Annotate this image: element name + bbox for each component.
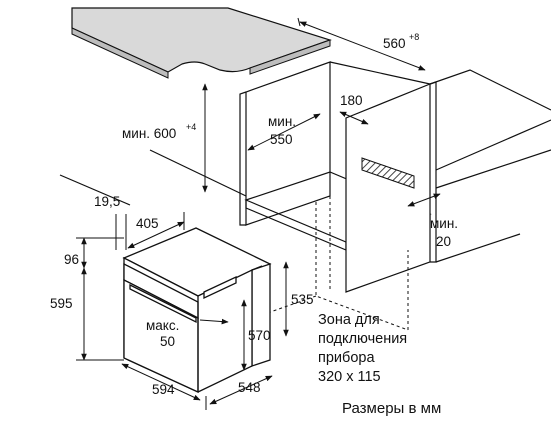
dimension-labels: 560 +8 мин. 600 +4 мин. 550 180 мин. 20 … [50,32,458,397]
hidden-lines [235,196,409,331]
label-96: 96 [64,252,79,267]
label-maks-a: макс. [146,318,179,333]
zone-note: Зона для подключения прибора 320 x 115 [318,312,407,385]
label-min600-sup: +4 [186,122,196,132]
label-595: 595 [50,296,73,311]
label-maks-b: 50 [160,334,175,349]
label-560: 560 [383,36,406,51]
zone-note-line-1: Зона для [318,312,380,328]
label-min20-a: мин. [430,216,458,231]
dimension-lines [76,17,441,410]
zone-note-line-4: 320 x 115 [318,369,381,385]
label-180: 180 [340,93,363,108]
label-min20-b: 20 [436,234,451,249]
label-min550-b: 550 [270,132,293,147]
label-570: 570 [248,328,271,343]
label-min600: мин. 600 [122,126,176,141]
label-560-sup: +8 [409,32,419,42]
label-19-5: 19,5 [94,194,120,209]
label-min550-a: мин. [268,114,296,129]
label-594: 594 [152,382,175,397]
units-note: Размеры в мм [342,400,441,417]
label-535: 535 [291,292,314,307]
zone-note-line-3: прибора [318,350,375,366]
label-405: 405 [136,216,159,231]
label-548: 548 [238,380,261,395]
countertop [71,7,332,79]
oven [122,227,272,394]
connection-zone [361,157,415,189]
zone-note-line-2: подключения [318,331,407,347]
